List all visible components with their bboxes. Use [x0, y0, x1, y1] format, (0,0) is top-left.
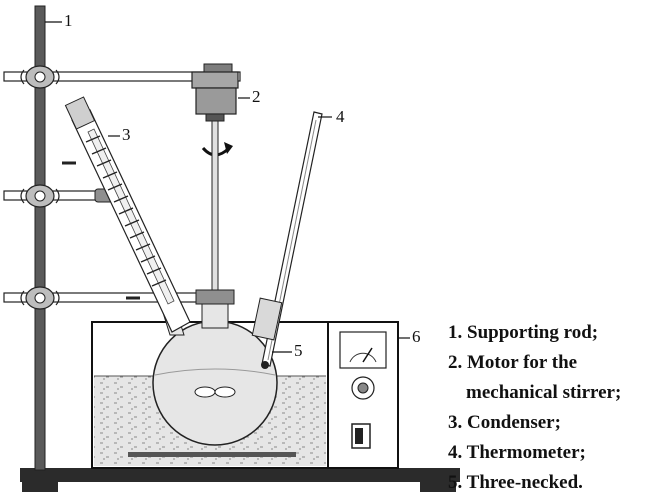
callout-4: 4 — [336, 107, 345, 126]
thermometer — [251, 111, 323, 369]
bath-controller — [327, 321, 399, 469]
callout-3: 3 — [122, 125, 131, 144]
clamp-top — [3, 65, 241, 89]
legend-item-condenser: 3. Condenser; — [448, 412, 561, 433]
legend-item-supporting-rod: 1. Supporting rod; — [448, 322, 599, 343]
supporting-rod — [34, 5, 46, 471]
legend: 1. Supporting rod; 2. Motor for the mech… — [448, 318, 663, 498]
stirrer-motor — [191, 63, 239, 122]
legend-item-motor-cont: mechanical stirrer; — [466, 382, 622, 403]
clamp-middle — [3, 184, 120, 208]
callout-2: 2 — [252, 87, 261, 106]
legend-item-motor: 2. Motor for the — [448, 352, 578, 373]
callout-5: 5 — [294, 341, 303, 360]
legend-item-three-necked: 5. Three-necked. — [448, 472, 583, 493]
callout-6: 6 — [412, 327, 421, 346]
condenser — [62, 96, 191, 333]
leader-lines — [45, 21, 410, 353]
callout-1: 1 — [64, 11, 73, 30]
legend-item-thermometer: 4. Thermometer; — [448, 442, 586, 463]
stand-base — [20, 468, 460, 492]
